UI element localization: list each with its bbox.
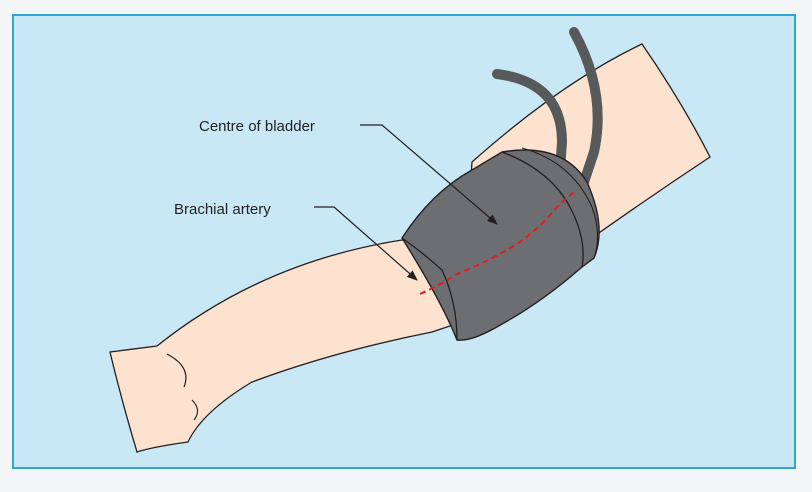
arm-cuff-illustration [14,16,794,467]
label-centre-of-bladder: Centre of bladder [199,118,315,135]
illustration-panel: Centre of bladder Brachial artery [12,14,796,469]
forearm [110,240,462,452]
label-brachial-artery: Brachial artery [174,201,271,218]
